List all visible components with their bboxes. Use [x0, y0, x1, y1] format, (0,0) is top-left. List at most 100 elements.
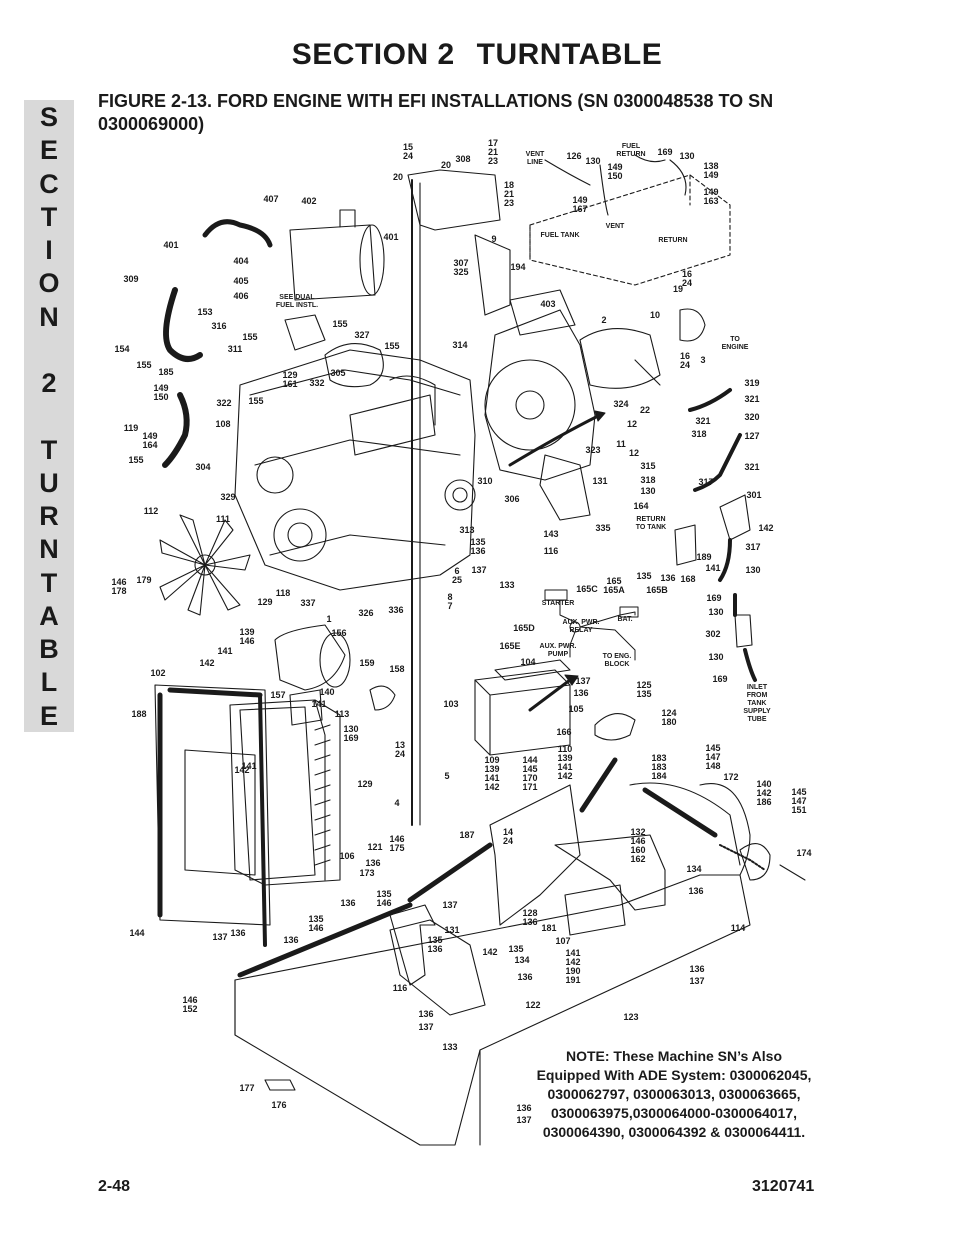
part-callout: 130: [585, 156, 601, 166]
part-callout: 176: [271, 1100, 287, 1110]
part-callout: 105: [568, 704, 584, 714]
fuel-line-right: [688, 388, 742, 617]
part-callout: 166: [556, 727, 572, 737]
part-callout: 16 24: [681, 269, 693, 288]
battery-box-drawing: [474, 659, 571, 756]
part-callout: 181: [541, 923, 557, 933]
part-callout: 146 175: [389, 834, 405, 853]
cooling-fan-drawing: [159, 514, 251, 616]
part-callout: 136: [365, 858, 381, 868]
part-callout: 169: [706, 593, 722, 603]
part-callout: 102: [150, 668, 166, 678]
part-callout: 104: [520, 657, 536, 667]
part-callout: 119: [123, 423, 139, 433]
part-callout: TO ENGINE: [721, 336, 749, 351]
page-number: 2-48: [98, 1178, 131, 1195]
part-callout: 310: [477, 476, 493, 486]
part-callout: 317: [698, 477, 714, 487]
part-callout: 17 21 23: [487, 138, 499, 166]
part-callout: 155: [248, 396, 264, 406]
part-callout: 165B: [646, 585, 668, 595]
chain-174: [719, 844, 766, 871]
part-callout: RETURN TO TANK: [635, 516, 667, 531]
part-callout: 154: [114, 344, 130, 354]
part-callout: 155: [242, 332, 258, 342]
part-callout: 172: [723, 772, 739, 782]
part-callout: 10: [649, 310, 661, 320]
part-callout: 155: [384, 341, 400, 351]
part-callout: 135: [508, 944, 524, 954]
section-title: SECTION 2 TURNTABLE: [0, 38, 954, 72]
part-callout: 134: [514, 955, 530, 965]
part-callout: 336: [388, 605, 404, 615]
thermostat-housing: [284, 314, 326, 351]
part-callout: 313: [459, 525, 475, 535]
part-callout: 106: [339, 851, 355, 861]
side-tab-letter: U: [39, 467, 59, 498]
part-callout: 11: [616, 439, 626, 449]
side-tab-letter: T: [40, 434, 58, 465]
part-callout: 318: [640, 475, 656, 485]
part-callout: 12: [626, 419, 638, 429]
side-tab-letter: S: [39, 102, 58, 132]
section-name: TURNTABLE: [476, 38, 663, 71]
part-callout: 16 24: [679, 351, 691, 370]
part-callout: 103: [443, 699, 459, 709]
bracket-189: [674, 524, 697, 566]
part-callout: 144: [129, 928, 145, 938]
part-callout: 2: [601, 315, 607, 325]
part-callout: 311: [227, 344, 243, 354]
part-callout: 141 142 190 191: [565, 948, 581, 985]
side-tab-letter: R: [39, 501, 59, 532]
part-callout: 136: [340, 898, 356, 908]
part-callout: 4: [394, 798, 400, 808]
part-callout: 165E: [499, 641, 521, 651]
part-callout: 149 163: [703, 187, 719, 206]
ade-system-note: NOTE: These Machine SN’s Also Equipped W…: [524, 1047, 824, 1142]
part-callout: 149 150: [153, 383, 169, 402]
side-tab-letter: B: [39, 634, 59, 665]
section-label: SECTION 2: [291, 38, 455, 71]
note-line-4: 0300063975,0300064000-0300064017,: [550, 1105, 798, 1121]
part-callout: 301: [746, 490, 762, 500]
part-callout: 165 165A: [603, 576, 625, 595]
part-callout: 135: [636, 571, 652, 581]
part-callout: 145 147 148: [705, 743, 721, 771]
arrow-to-bellhousing: [508, 413, 602, 467]
engine-block-drawing: [234, 343, 476, 591]
side-tab-letter: T: [40, 567, 58, 598]
part-callout: 138 149: [703, 161, 719, 180]
part-callout: 136: [516, 1103, 532, 1113]
part-callout: 19: [672, 284, 684, 294]
part-callout: 137: [212, 932, 228, 942]
part-callout: 405: [233, 276, 249, 286]
part-callout: 20: [392, 172, 404, 182]
part-callout: 169: [657, 147, 673, 157]
side-tab-letter: N: [39, 301, 59, 332]
document-number: 3120741: [752, 1178, 815, 1195]
part-callout: 13 24: [394, 740, 406, 759]
arrow-to-battery: [528, 678, 572, 712]
part-callout: 137: [575, 676, 591, 686]
part-callout: 107: [555, 936, 571, 946]
part-callout: 403: [540, 299, 556, 309]
part-callout: 321: [744, 394, 760, 404]
part-callout: 155: [128, 455, 144, 465]
part-callout: 139 146: [239, 627, 255, 646]
part-callout: 116: [392, 983, 408, 993]
part-callout: 8 7: [447, 592, 453, 611]
part-callout: 158: [389, 664, 405, 674]
part-callout: 332: [309, 378, 325, 388]
fuel-filter: [719, 494, 751, 541]
part-callout: 142: [234, 765, 250, 775]
fuel-tank-drawing: [529, 174, 731, 286]
part-callout: FUEL TANK: [540, 232, 580, 239]
part-callout: 118: [275, 588, 291, 598]
part-callout: 136: [418, 1009, 434, 1019]
part-callout: 157: [270, 690, 286, 700]
part-callout: 124 180: [661, 708, 677, 727]
part-callout: STARTER: [541, 600, 575, 607]
part-callout: 401: [163, 240, 179, 250]
part-callout: 109 139 141 142: [484, 755, 500, 792]
part-callout: 131: [592, 476, 608, 486]
